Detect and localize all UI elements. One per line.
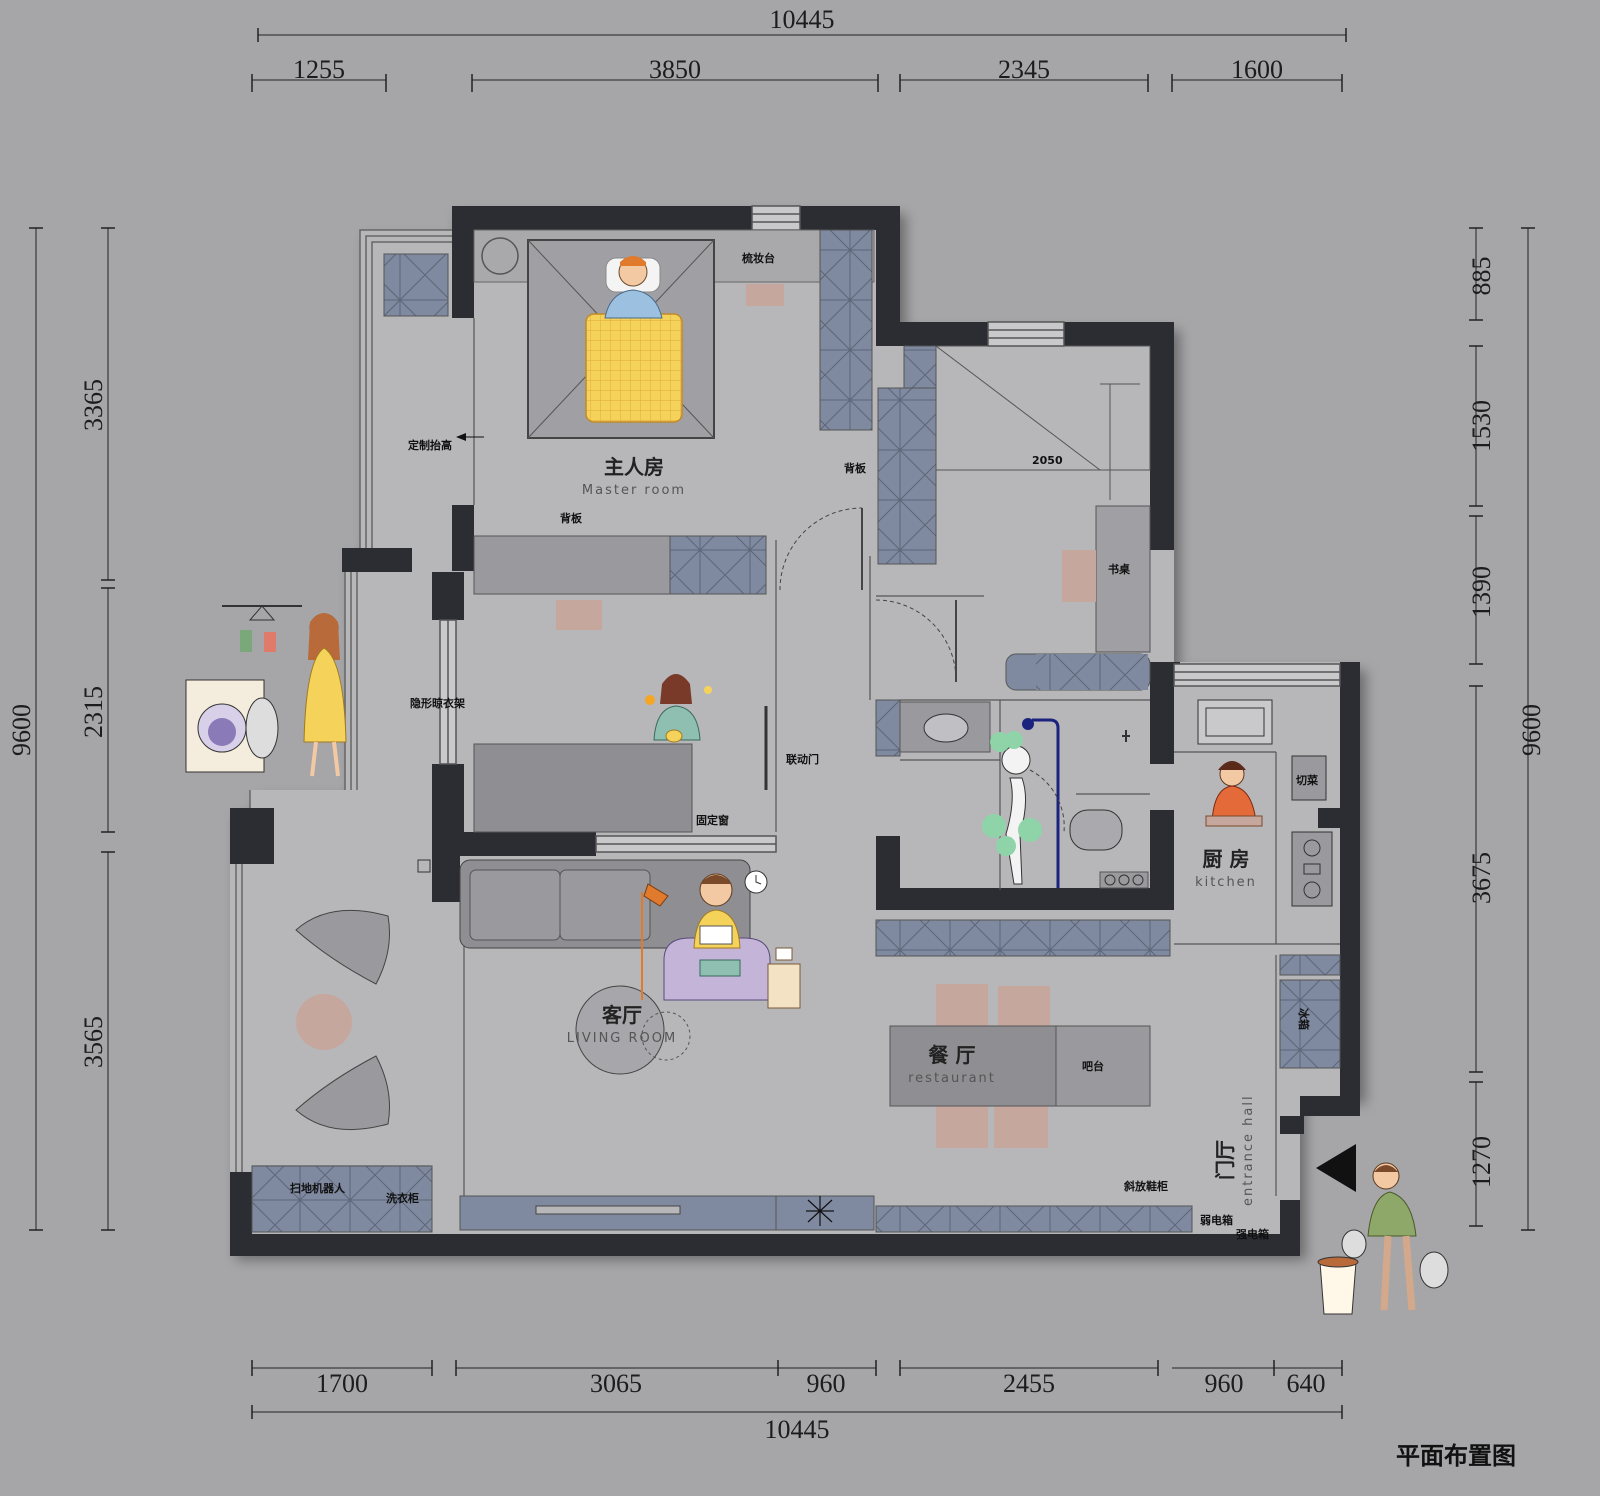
dim-bottom-2: 3065 xyxy=(590,1369,642,1398)
desk-label: 书桌 xyxy=(1108,562,1131,576)
dim-right-1: 885 xyxy=(1467,257,1496,296)
custom-raise-label: 定制抬高 xyxy=(408,438,452,452)
entrance-title: 门厅 xyxy=(1213,1140,1237,1180)
shoe-cabinet-label: 斜放鞋柜 xyxy=(1123,1179,1168,1193)
master-room-title: 主人房 xyxy=(604,455,664,479)
side-table xyxy=(767,963,801,1009)
dim-bottom-3: 960 xyxy=(807,1369,846,1398)
kitchen: 切菜 厨 房 kitchen 冰箱 xyxy=(1195,699,1341,1069)
dim-bottom-5: 960 xyxy=(1205,1369,1244,1398)
living-room: 客厅 LIVING ROOM xyxy=(459,859,875,1231)
master-room: 梳妆台 主人房 Master room 定制抬高 背板 背板 xyxy=(383,229,875,591)
trash-bin-icon xyxy=(1319,1261,1357,1315)
plant-icon xyxy=(806,1196,834,1226)
washer-cabinet-label: 洗衣柜 xyxy=(386,1191,419,1205)
dim-right-3: 1390 xyxy=(1467,566,1496,618)
dim-top-3: 2345 xyxy=(998,55,1050,84)
dim-bottom-6: 640 xyxy=(1287,1369,1326,1398)
laundry-illustration xyxy=(185,605,347,777)
study-room: 2050 书桌 xyxy=(875,345,1151,691)
fixed-window-label: 固定窗 xyxy=(696,813,729,827)
trash-man-illustration xyxy=(1317,1162,1449,1315)
dim-left-3: 3565 xyxy=(79,1016,108,1068)
kitchen-subtitle: kitchen xyxy=(1195,875,1257,890)
bathroom xyxy=(875,699,1149,889)
plan-title: 平面布置图 xyxy=(1396,1441,1516,1470)
power-box-label: 强电箱 xyxy=(1236,1227,1269,1241)
master-room-subtitle: Master room xyxy=(582,483,686,498)
dim-right-5: 1270 xyxy=(1467,1136,1496,1188)
back-panel-label-1: 背板 xyxy=(844,461,867,475)
meter-box-label: 弱电箱 xyxy=(1200,1213,1233,1227)
blanket-illustration xyxy=(585,313,683,423)
dim-top-total: 10445 xyxy=(770,5,835,34)
size-2050-label: 2050 xyxy=(1032,454,1063,467)
back-panel-label-2: 背板 xyxy=(560,511,583,525)
living-room-subtitle: LIVING ROOM xyxy=(567,1031,677,1046)
shoe-cabinet xyxy=(875,1205,1193,1233)
fridge-label: 冰箱 xyxy=(1297,1008,1311,1030)
dim-left-1: 3365 xyxy=(79,379,108,431)
dim-right-2: 1530 xyxy=(1467,400,1496,452)
round-mirror-icon xyxy=(481,237,519,275)
entry-arrow-icon xyxy=(1316,1144,1356,1192)
dining-room: 吧台 餐 厅 restaurant xyxy=(889,984,1151,1148)
sink-icon xyxy=(1197,699,1273,745)
living-room-title: 客厅 xyxy=(601,1003,642,1027)
wardrobe-row xyxy=(473,535,767,630)
dim-top-1: 1255 xyxy=(293,55,345,84)
floor-area xyxy=(230,206,1360,1252)
dim-left-total: 9600 xyxy=(7,704,36,756)
dining-title: 餐 厅 xyxy=(929,1043,976,1067)
dimension-texts: 10445 1255 3850 2345 1600 1700 3065 960 … xyxy=(7,5,1546,1444)
robot-label: 扫地机器人 xyxy=(290,1181,346,1195)
dining-table xyxy=(889,1025,1057,1107)
dining-subtitle: restaurant xyxy=(908,1071,996,1086)
dresser-label: 梳妆台 xyxy=(741,251,775,265)
showering-person-illustration xyxy=(1001,745,1031,775)
dimension-lines xyxy=(35,34,1529,1413)
walls xyxy=(230,206,1360,1256)
dim-right-total: 9600 xyxy=(1517,704,1546,756)
entrance-hall: 斜放鞋柜 弱电箱 强电箱 门厅 entrance hall xyxy=(875,1094,1356,1241)
windows xyxy=(439,205,1341,853)
dimension-ticks xyxy=(29,28,1535,1419)
west-lounge: 扫地机器人 洗衣柜 xyxy=(251,859,433,1233)
bar-label: 吧台 xyxy=(1082,1059,1104,1073)
kitchen-title: 厨 房 xyxy=(1203,847,1250,871)
round-side-table xyxy=(296,994,352,1050)
dim-bottom-4: 2455 xyxy=(1003,1369,1055,1398)
coffee-table xyxy=(575,985,665,1075)
cabinet-strip xyxy=(875,919,1171,957)
linked-door-label: 联动门 xyxy=(786,752,819,766)
dim-bottom-total: 10445 xyxy=(765,1415,830,1444)
lounge-chair-1 xyxy=(295,909,390,985)
master-wardrobe xyxy=(819,229,873,431)
cutting-label: 切菜 xyxy=(1296,773,1319,787)
entrance-subtitle: entrance hall xyxy=(1241,1094,1256,1206)
shower-icon xyxy=(1032,718,1060,888)
dim-left-2: 2315 xyxy=(79,686,108,738)
dim-right-4: 3675 xyxy=(1467,852,1496,904)
dim-top-2: 3850 xyxy=(649,55,701,84)
washbasin-icon xyxy=(923,713,969,743)
stove-icon xyxy=(1291,831,1333,907)
second-room: 联动门 固定窗 隐形晾衣架 xyxy=(410,674,819,833)
dim-top-4: 1600 xyxy=(1231,55,1283,84)
dim-bottom-1: 1700 xyxy=(316,1369,368,1398)
lounge-chair-2 xyxy=(295,1055,390,1131)
hidden-rack-label: 隐形晾衣架 xyxy=(410,696,465,710)
toilet-icon xyxy=(1069,809,1123,851)
